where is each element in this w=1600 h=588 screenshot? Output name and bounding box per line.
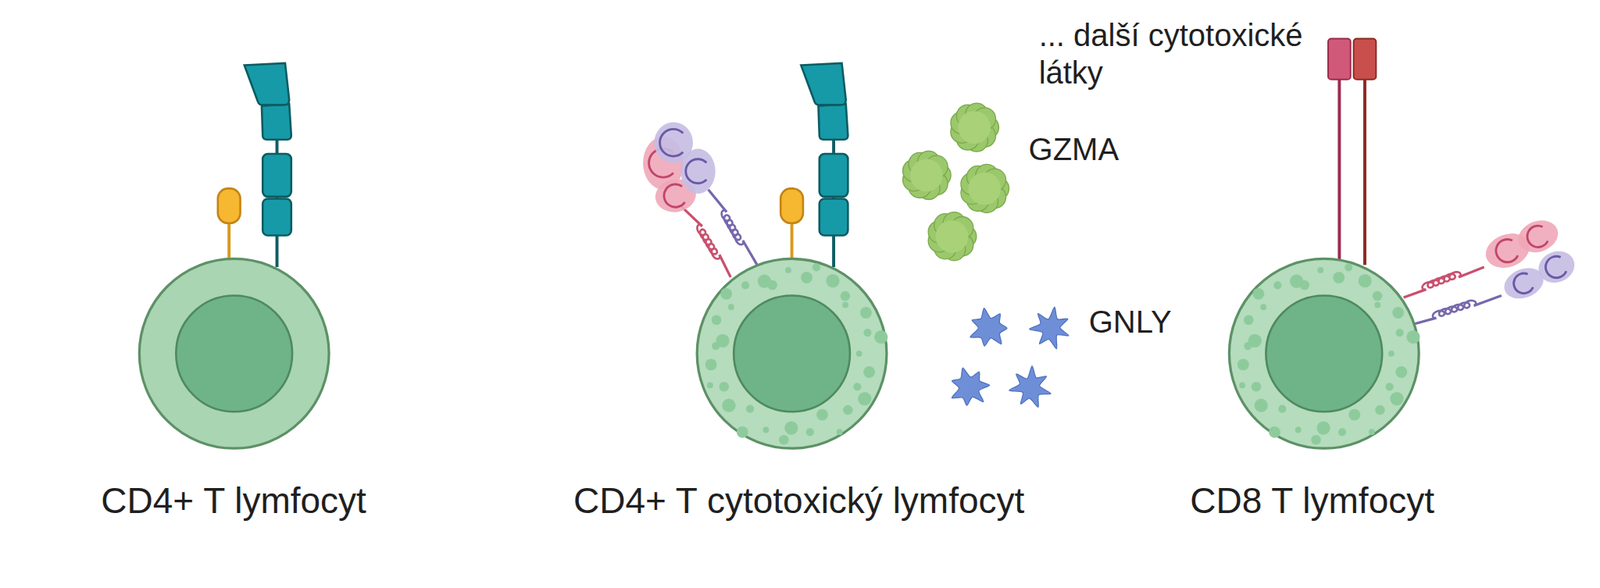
cd8-coreceptor (1328, 39, 1376, 266)
cell-type-label: CD8 T lymfocyt (1189, 479, 1435, 522)
cell-type-label: CD4+ T lymfocyt (100, 479, 367, 522)
cell-label-box: CD8 T lymfocyt (1185, 476, 1440, 525)
molecule-label: GNLY (1089, 303, 1172, 341)
cd4-coreceptor (800, 63, 848, 268)
tcr-chain (642, 136, 731, 278)
tcr-chain (653, 122, 758, 266)
cell-label-box: CD4+ T cytotoxický lymfocyt (568, 476, 1029, 525)
granzyme-a-molecules (903, 103, 1010, 261)
surface-marker (217, 188, 241, 261)
surface-marker (780, 188, 804, 261)
cell-label-box: CD4+ T lymfocyt (96, 476, 372, 525)
tcr-chain (1414, 246, 1580, 325)
lymphocyte-cell (696, 258, 888, 449)
lymphocyte-cell (1228, 258, 1420, 449)
cytotoxic-granules (1237, 263, 1421, 445)
lymphocyte-cell (139, 258, 329, 449)
molecule-label: GZMA (1028, 130, 1120, 168)
cell-type-label: CD4+ T cytotoxický lymfocyt (573, 479, 1025, 522)
granulysin-molecules (951, 307, 1069, 408)
cytotoxic-granules (705, 263, 889, 445)
cd4-coreceptor (244, 63, 292, 268)
cells (139, 39, 1579, 450)
note-label: ... další cytotoxické látky (1039, 16, 1336, 92)
